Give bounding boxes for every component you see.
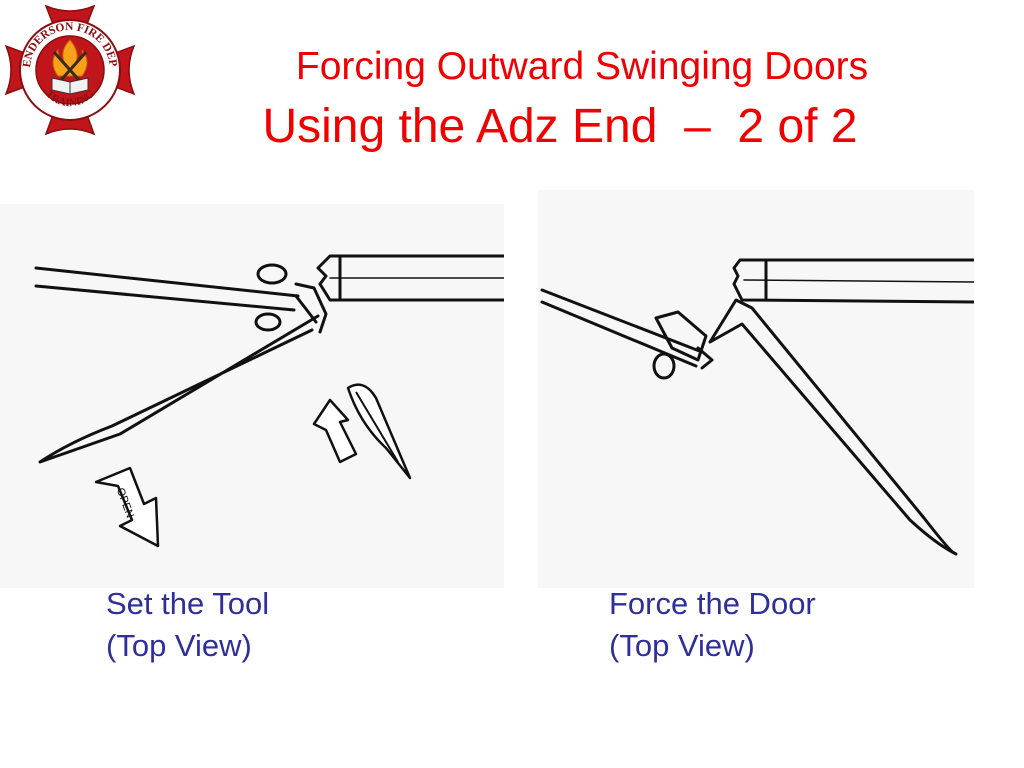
- set-tool-diagram: OPEN: [0, 204, 504, 588]
- logo-bottom-text: TRAINING: [43, 88, 97, 110]
- caption-set-tool-view: (Top View): [106, 628, 252, 663]
- set-tool-diagram-icon: OPEN: [34, 254, 504, 548]
- caption-force-door-title: Force the Door: [609, 586, 816, 621]
- force-door-diagram: [538, 190, 974, 588]
- caption-force-door-view: (Top View): [609, 628, 755, 663]
- force-door-diagram-icon: [540, 258, 974, 556]
- caption-set-tool-title: Set the Tool: [106, 586, 270, 621]
- caption-force-door: Force the Door (Top View): [609, 583, 816, 667]
- caption-set-tool: Set the Tool (Top View): [106, 583, 269, 667]
- slide-title: Forcing Outward Swinging Doors: [295, 45, 869, 88]
- slide-subtitle: Using the Adz End – 2 of 2: [262, 100, 858, 153]
- open-arrow-icon: OPEN: [94, 466, 160, 548]
